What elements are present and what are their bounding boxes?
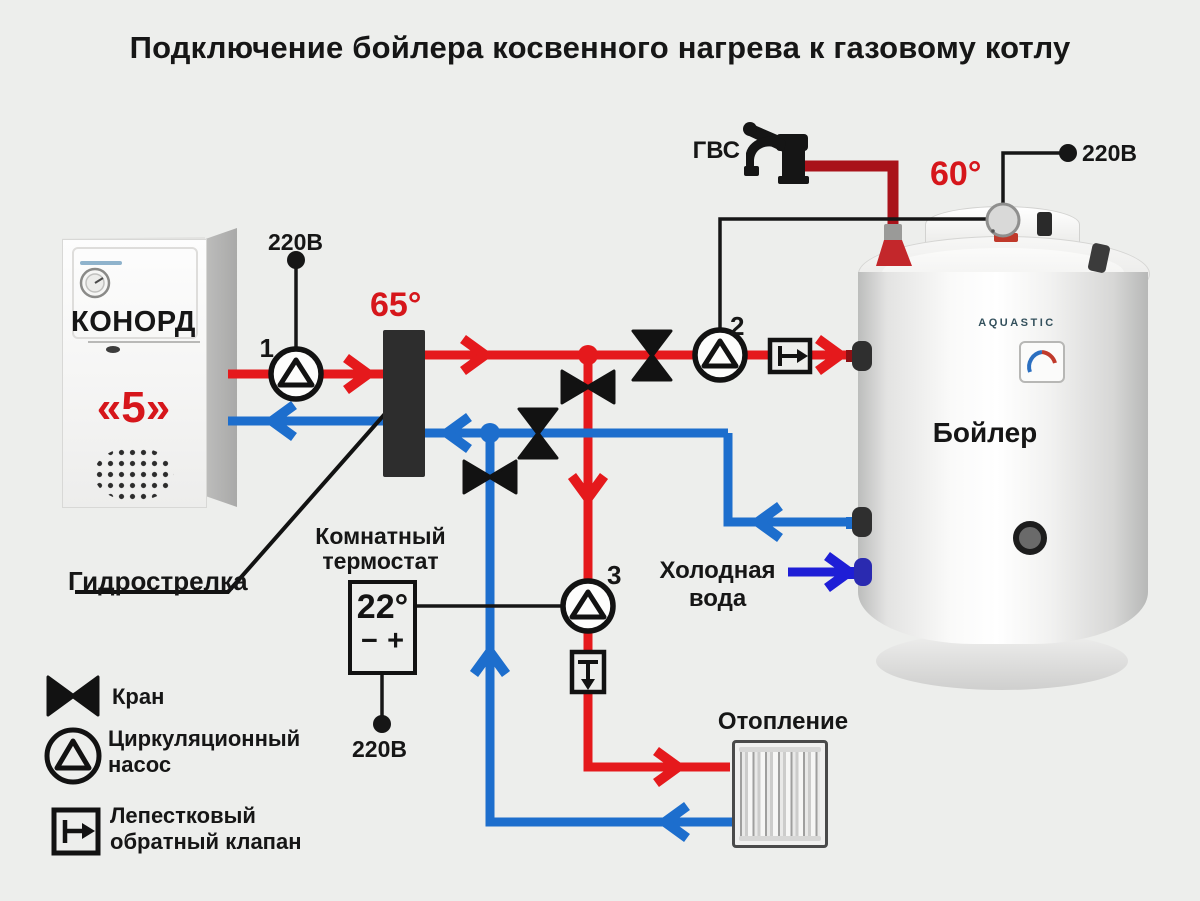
- legend-check-valve-label: Лепестковый обратный клапан: [110, 803, 302, 854]
- gas-boiler-model: «5»: [96, 383, 171, 432]
- blue-junction-dot: [480, 423, 500, 443]
- flow-arrows-blue: [263, 400, 783, 843]
- gas-boiler-vent-holes: [94, 447, 174, 501]
- pump-3-number: 3: [607, 560, 622, 590]
- gas-boiler-gauge: [79, 267, 111, 299]
- gas-boiler-side: [205, 228, 237, 507]
- check-valve-horizontal: [767, 337, 813, 375]
- flow-arrows-red: [343, 334, 849, 788]
- hydro-separator-label: Гидрострелка: [68, 566, 248, 596]
- gas-boiler-logo: [80, 261, 122, 265]
- check-valve-vertical: [569, 649, 607, 695]
- boiler-return-pipe-blue: [228, 416, 860, 827]
- gas-boiler-brand: КОНОРД: [71, 306, 196, 338]
- power-label-boiler: 220В: [1082, 140, 1137, 166]
- tank-brand: AQUASTIC: [978, 317, 1056, 329]
- tank-nozzles: [846, 341, 872, 586]
- hydro-separator-pointer-line: [75, 397, 400, 594]
- thermostat-box: 22° − +: [348, 580, 417, 675]
- valve-blue-branch[interactable]: [462, 459, 518, 495]
- power-label-pump1: 220В: [268, 229, 323, 255]
- dhw-label: ГВС: [692, 137, 740, 164]
- legend-pump-icon: [44, 727, 102, 785]
- pump-1: [268, 346, 324, 402]
- room-thermostat-label: Комнатный термостат: [315, 523, 446, 574]
- tank-gauge: [1019, 341, 1065, 383]
- tank-thermostat-knob[interactable]: [985, 202, 1021, 238]
- legend-valve-icon: [46, 675, 100, 717]
- power-label-thermostat: 220В: [352, 736, 407, 762]
- faucet-icon: [743, 122, 809, 184]
- separator-temp-label: 65°: [370, 286, 422, 324]
- dhw-pipe-dark-red: [800, 160, 899, 230]
- red-junction-dot: [578, 345, 598, 365]
- thermostat-temp: 22°: [356, 588, 409, 626]
- pump-1-number: 1: [259, 333, 274, 363]
- radiator-fins: [740, 749, 820, 839]
- hydro-separator: [383, 330, 425, 477]
- pump-2: [692, 327, 748, 383]
- radiator-top-bar: [739, 747, 821, 752]
- tank-drain-port: [1013, 521, 1047, 555]
- electrical-wires: [294, 151, 1064, 720]
- thermostat-minus-button[interactable]: −: [361, 625, 378, 657]
- legend-valve-label: Кран: [112, 684, 165, 709]
- valve-red-branch[interactable]: [560, 369, 616, 405]
- radiator: [732, 740, 828, 848]
- cold-water-label: Холодная вода: [659, 557, 776, 612]
- valve-red-main[interactable]: [631, 329, 673, 382]
- gas-boiler-top: [62, 237, 205, 240]
- pump-2-number: 2: [730, 311, 745, 341]
- pump-3: [560, 578, 616, 634]
- thermostat-plus-button[interactable]: +: [387, 625, 404, 657]
- page-title: Подключение бойлера косвенного нагрева к…: [129, 30, 1071, 65]
- tank-name: Бойлер: [932, 417, 1038, 448]
- electrical-dots: [287, 144, 1077, 733]
- gas-boiler-door-seam: [88, 341, 200, 343]
- gas-boiler-panel: [72, 247, 198, 339]
- tank-cap-label: [994, 233, 1018, 242]
- valve-blue-main[interactable]: [517, 407, 559, 460]
- gas-boiler-handle: [106, 346, 120, 353]
- legend-check-valve-icon: [51, 807, 101, 856]
- dhw-tank-fitting: [876, 224, 912, 266]
- boiler-tank: [858, 272, 1148, 644]
- boiler-temp-label: 60°: [930, 155, 982, 193]
- tank-cap-fitting: [1037, 212, 1052, 236]
- legend-pump-label: Циркуляционный насос: [108, 726, 301, 777]
- radiator-bottom-bar: [739, 836, 821, 841]
- heating-label: Отопление: [717, 708, 849, 735]
